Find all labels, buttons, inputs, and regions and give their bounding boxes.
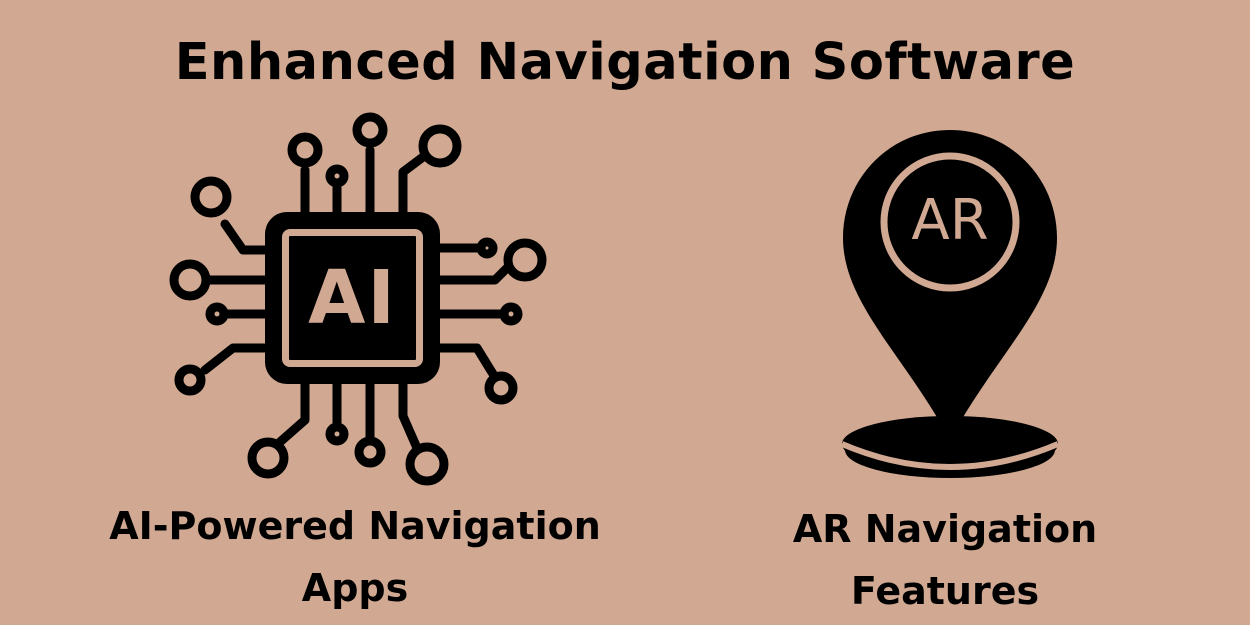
ar-caption-line-2: Features: [850, 569, 1040, 613]
ar-feature-caption: AR Navigation Features: [740, 498, 1150, 622]
page-title: Enhanced Navigation Software: [174, 33, 1076, 92]
chip-inner-border: AI: [282, 229, 423, 367]
ar-caption-line-1: AR Navigation: [792, 507, 1098, 551]
chip-label: AI: [308, 255, 397, 341]
ai-chip-icon: AI: [165, 112, 555, 492]
ai-caption-line-2: Apps: [301, 566, 409, 610]
ar-pin-label: AR: [911, 188, 989, 253]
ai-feature-caption: AI-Powered Navigation Apps: [50, 495, 660, 619]
ar-location-pin-icon: AR: [835, 128, 1065, 483]
chip-body: AI: [265, 212, 440, 384]
ai-caption-line-1: AI-Powered Navigation: [109, 504, 601, 548]
